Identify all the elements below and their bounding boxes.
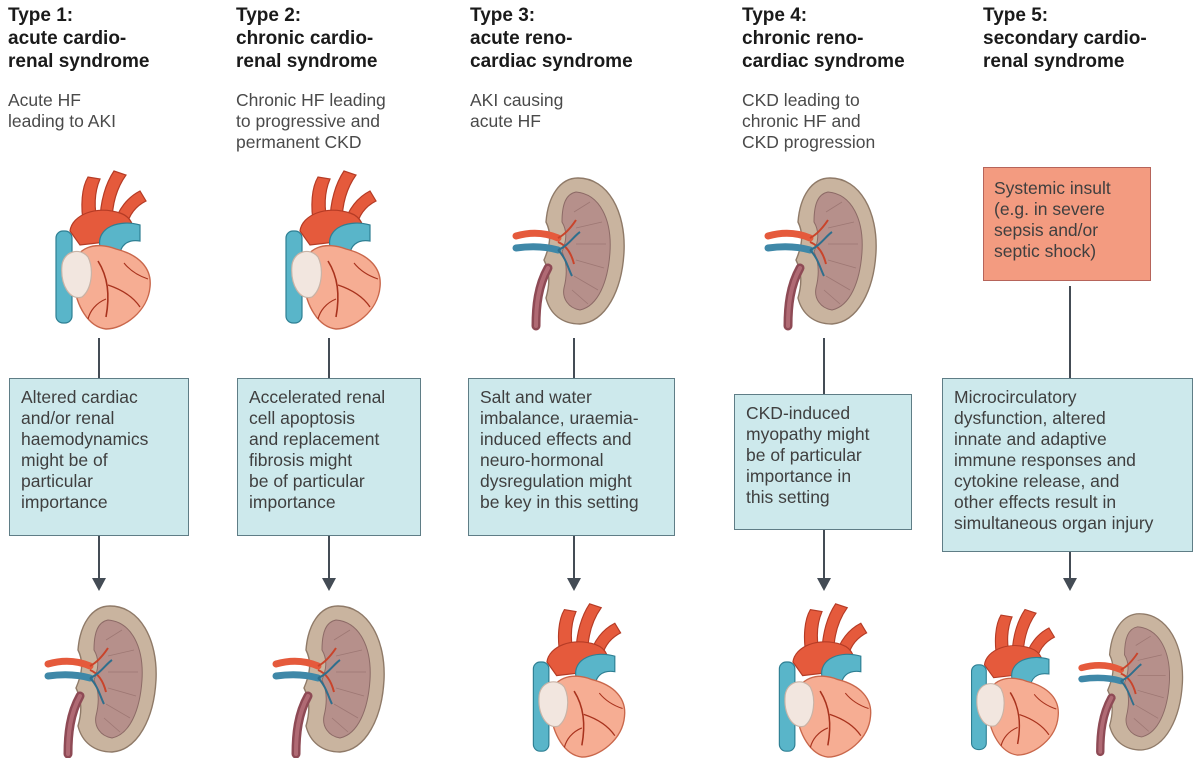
mechanism-line: CKD-induced [746, 403, 902, 424]
kidney-illustration [42, 600, 162, 755]
arrow-down-icon [817, 578, 831, 591]
connector-line [1069, 286, 1071, 378]
description-line: permanent CKD [236, 132, 361, 153]
type-name-line: renal syndrome [236, 50, 378, 73]
column-type-2: Type 2: chronic cardio- renal syndrome C… [236, 0, 436, 758]
connector-line [98, 338, 100, 378]
arrow-down-icon [322, 578, 336, 591]
arrow-down-icon [92, 578, 106, 591]
column-type-3: Type 3: acute reno- cardiac syndrome AKI… [470, 0, 680, 758]
type-name-line: cardiac syndrome [742, 50, 905, 73]
type-name-line: acute reno- [470, 27, 572, 50]
arrow-down-icon [1063, 578, 1077, 591]
arrow-down-icon [567, 578, 581, 591]
mechanism-line: simultaneous organ injury [954, 513, 1183, 534]
mechanism-line: be of particular [249, 471, 411, 492]
type-name-line: renal syndrome [8, 50, 150, 73]
type-name-line: chronic cardio- [236, 27, 373, 50]
description-line: Acute HF [8, 90, 81, 111]
mechanism-line: induced effects and [480, 429, 665, 450]
mechanism-line: haemodynamics [21, 429, 179, 450]
mechanism-line: be key in this setting [480, 492, 665, 513]
heart-illustration [512, 598, 642, 758]
mechanism-box: Altered cardiac and/or renal haemodynami… [9, 378, 189, 536]
heart-illustration [266, 165, 396, 330]
type-name-line: acute cardio- [8, 27, 126, 50]
mechanism-line: might be of [21, 450, 179, 471]
arrow-shaft [1069, 552, 1071, 580]
column-type-1: Type 1: acute cardio- renal syndrome Acu… [8, 0, 198, 758]
connector-line [823, 338, 825, 394]
description-line: leading to AKI [8, 111, 116, 132]
type-label: Type 5: [983, 4, 1048, 27]
mechanism-line: dysregulation might [480, 471, 665, 492]
kidney-illustration [1076, 608, 1188, 753]
column-type-5: Type 5: secondary cardio- renal syndrome… [940, 0, 1196, 758]
type-label: Type 1: [8, 4, 73, 27]
mechanism-line: importance [21, 492, 179, 513]
mechanism-line: dysfunction, altered [954, 408, 1183, 429]
description-line: acute HF [470, 111, 541, 132]
mechanism-line: Microcirculatory [954, 387, 1183, 408]
type-label: Type 3: [470, 4, 535, 27]
type-name-line: secondary cardio- [983, 27, 1147, 50]
mechanism-line: neuro-hormonal [480, 450, 665, 471]
heart-illustration [952, 604, 1074, 756]
type-label: Type 2: [236, 4, 301, 27]
kidney-illustration [510, 172, 630, 327]
type-name-line: chronic reno- [742, 27, 863, 50]
kidney-illustration [270, 600, 390, 755]
description-line: chronic HF and [742, 111, 861, 132]
mechanism-line: and replacement [249, 429, 411, 450]
insult-line: sepsis and/or [994, 220, 1144, 241]
connector-line [328, 338, 330, 378]
mechanism-line: cell apoptosis [249, 408, 411, 429]
heart-illustration [36, 165, 166, 330]
mechanism-line: Salt and water [480, 387, 665, 408]
description-line: Chronic HF leading [236, 90, 386, 111]
mechanism-line: immune responses and [954, 450, 1183, 471]
mechanism-box: CKD-induced myopathy might be of particu… [734, 394, 912, 530]
kidney-illustration [762, 172, 882, 327]
column-type-4: Type 4: chronic reno- cardiac syndrome C… [742, 0, 932, 758]
mechanism-line: this setting [746, 487, 902, 508]
mechanism-line: myopathy might [746, 424, 902, 445]
arrow-shaft [328, 536, 330, 580]
systemic-insult-box: Systemic insult (e.g. in severe sepsis a… [983, 167, 1151, 281]
heart-illustration [758, 598, 888, 758]
mechanism-line: and/or renal [21, 408, 179, 429]
mechanism-box: Accelerated renal cell apoptosis and rep… [237, 378, 421, 536]
description-line: CKD leading to [742, 90, 860, 111]
mechanism-line: cytokine release, and [954, 471, 1183, 492]
arrow-shaft [98, 536, 100, 580]
insult-line: septic shock) [994, 241, 1144, 262]
mechanism-line: Accelerated renal [249, 387, 411, 408]
mechanism-box: Salt and water imbalance, uraemia- induc… [468, 378, 675, 536]
mechanism-line: other effects result in [954, 492, 1183, 513]
connector-line [573, 338, 575, 378]
type-name-line: cardiac syndrome [470, 50, 633, 73]
mechanism-line: imbalance, uraemia- [480, 408, 665, 429]
insult-line: (e.g. in severe [994, 199, 1144, 220]
type-name-line: renal syndrome [983, 50, 1125, 73]
mechanism-line: innate and adaptive [954, 429, 1183, 450]
description-line: to progressive and [236, 111, 380, 132]
description-line: CKD progression [742, 132, 875, 153]
type-label: Type 4: [742, 4, 807, 27]
mechanism-line: be of particular [746, 445, 902, 466]
insult-line: Systemic insult [994, 178, 1144, 199]
mechanism-line: fibrosis might [249, 450, 411, 471]
mechanism-line: particular [21, 471, 179, 492]
arrow-shaft [823, 530, 825, 580]
mechanism-line: importance [249, 492, 411, 513]
description-line: AKI causing [470, 90, 563, 111]
mechanism-line: importance in [746, 466, 902, 487]
mechanism-line: Altered cardiac [21, 387, 179, 408]
arrow-shaft [573, 536, 575, 580]
mechanism-box: Microcirculatory dysfunction, altered in… [942, 378, 1193, 552]
